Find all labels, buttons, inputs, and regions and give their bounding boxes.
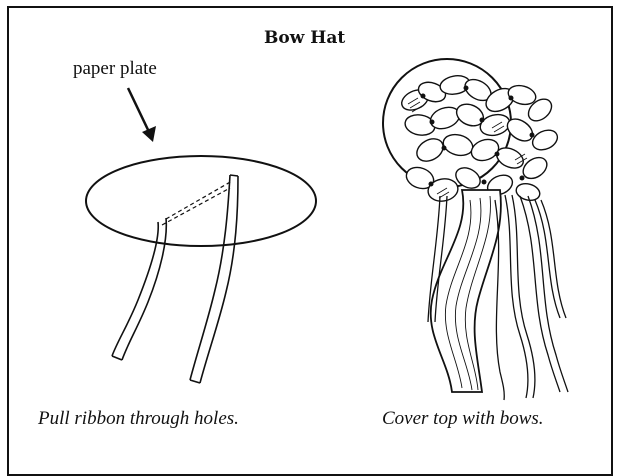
caption-cover-bows: Cover top with bows.	[382, 408, 544, 430]
craft-illustration	[0, 0, 626, 447]
bow-hat-drawing	[383, 59, 561, 203]
caption-pull-ribbon: Pull ribbon through holes.	[38, 408, 239, 430]
paper-plate-drawing	[86, 156, 316, 246]
pointer-arrow	[128, 88, 156, 142]
streamer-ribbons	[428, 190, 568, 400]
